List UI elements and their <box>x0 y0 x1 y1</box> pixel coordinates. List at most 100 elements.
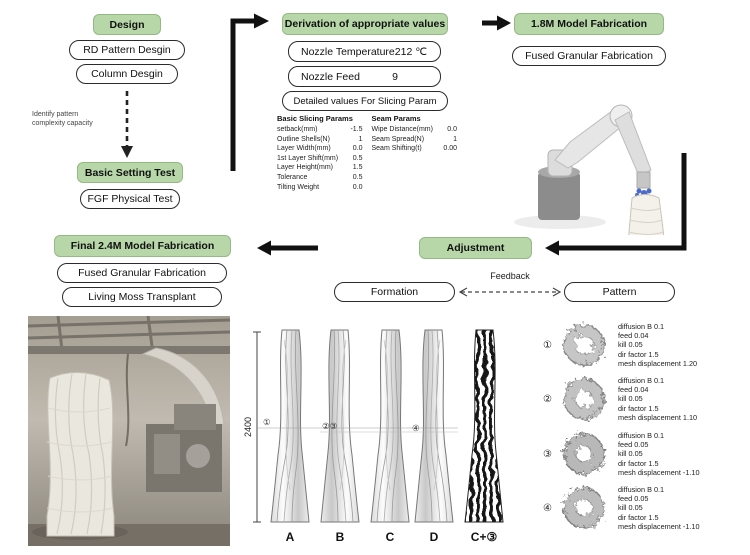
pattern-row-1: ① diffusion B 0.1 feed 0.04 kill 0.05 di… <box>543 318 748 372</box>
arrow-feedback-dashed <box>458 287 562 297</box>
design-note-line2: complexity capacity <box>32 120 93 127</box>
robot-fabrication-illustration <box>514 104 665 235</box>
param-label: Layer Height(mm) <box>277 164 334 172</box>
param-row: Layer Height(mm) 1.5 <box>277 163 363 173</box>
detailed-values-box: Detailed values For Slicing Param <box>282 91 448 111</box>
feedback-label: Feedback <box>490 271 530 281</box>
param-value: 1.5 <box>352 164 363 172</box>
column-label-a: A <box>286 530 295 544</box>
pattern-number: ① <box>543 339 552 351</box>
column-variant-c <box>371 330 409 522</box>
pattern-number: ④ <box>543 502 552 514</box>
pattern-param: mesh displacement -1.10 <box>618 521 700 531</box>
seam-params-title: Seam Params <box>371 114 421 123</box>
param-label: Seam Spread(N) <box>371 135 425 143</box>
pattern-box: Pattern <box>564 282 675 302</box>
nozzle-temperature-label: Nozzle Temperature <box>301 45 395 58</box>
pattern-param: feed 0.04 <box>618 385 649 395</box>
dimension-line-2400 <box>253 331 261 523</box>
column-label-c3: C+③ <box>471 530 498 544</box>
design-note-line1: Identify pattern <box>32 111 79 118</box>
seam-params-column: Seam Params Wipe Distance(mm) 0.0 Seam Sp… <box>372 114 458 192</box>
pattern-param: diffusion B 0.1 <box>618 430 665 440</box>
column-label-b: B <box>336 530 345 544</box>
column-design-box: Column Desgin <box>76 64 178 84</box>
param-row: Outline Shells(N) 1 <box>277 135 363 145</box>
pattern-thumbnail-4 <box>563 487 605 529</box>
param-label: Seam Shifting(t) <box>371 145 422 153</box>
pattern-param: diffusion B 0.1 <box>618 375 665 385</box>
pattern-param: feed 0.04 <box>618 331 649 341</box>
column-variant-d <box>415 330 453 522</box>
final-fused-granular-box: Fused Granular Fabrication <box>57 263 227 283</box>
param-label: Tolerance <box>277 173 308 181</box>
pattern-param: dir factor 1.5 <box>618 349 659 359</box>
param-row: Layer Width(mm) 0.0 <box>277 144 363 154</box>
pattern-param: kill 0.05 <box>618 503 643 513</box>
fgf-physical-test-box: FGF Physical Test <box>80 189 180 209</box>
workshop-photo <box>28 316 230 546</box>
nozzle-temperature-box: Nozzle Temperature 212 ℃ <box>288 41 441 62</box>
param-label: Outline Shells(N) <box>277 135 330 143</box>
pattern-param: dir factor 1.5 <box>618 403 659 413</box>
param-value: 1 <box>358 135 363 143</box>
arrow-basic-to-derivation <box>230 13 269 171</box>
param-label: Tilting Weight <box>277 183 320 191</box>
column-label-c: C <box>386 530 395 544</box>
adjustment-step-box: Adjustment <box>419 237 532 259</box>
pattern-number: ② <box>543 393 552 405</box>
pattern-params: diffusion B 0.1 feed 0.04 kill 0.05 dir … <box>618 376 697 422</box>
section-marker-lines <box>257 427 458 433</box>
pattern-param: kill 0.05 <box>618 340 643 350</box>
pattern-param: dir factor 1.5 <box>618 512 659 522</box>
column-formation-diagrams: 2400 ① ②③ ④ A B C D C+③ <box>243 329 504 544</box>
nozzle-feed-box: Nozzle Feed 9 <box>288 66 441 87</box>
param-label: Layer Width(mm) <box>277 145 331 153</box>
pattern-param: diffusion B 0.1 <box>618 484 665 494</box>
param-label: Wipe Distance(mm) <box>371 126 433 133</box>
param-row: Tolerance 0.5 <box>277 173 363 183</box>
column-variant-c3-zebra <box>464 329 504 523</box>
pattern-row-2: ② diffusion B 0.1 feed 0.04 kill 0.05 di… <box>543 372 748 426</box>
nozzle-feed-value: 9 <box>392 70 398 83</box>
final-24m-step-box: Final 2.4M Model Fabrication <box>54 235 231 257</box>
param-value: 0.0 <box>447 126 457 133</box>
pattern-number: ③ <box>543 448 552 460</box>
nozzle-feed-label: Nozzle Feed <box>301 70 360 83</box>
arrow-adjustment-to-final <box>257 240 318 256</box>
design-note: Identify pattern complexity capacity <box>32 110 112 128</box>
pattern-param: dir factor 1.5 <box>618 458 659 468</box>
arrow-derivation-to-18m <box>482 15 511 31</box>
nozzle-temperature-value: 212 ℃ <box>394 45 428 58</box>
marker-2-3: ②③ <box>322 421 338 431</box>
fused-granular-fabrication-box: Fused Granular Fabrication <box>512 46 666 66</box>
marker-1: ① <box>263 417 271 427</box>
pattern-thumbnail-1 <box>563 324 605 366</box>
param-value: 0.5 <box>352 173 363 181</box>
param-row: setback(mm)-1.5 <box>277 125 363 135</box>
column-variant-a <box>271 330 309 522</box>
param-label: setback(mm) <box>277 126 318 133</box>
param-value: 0.5 <box>352 154 363 162</box>
pattern-param: feed 0.05 <box>618 494 649 504</box>
formation-box: Formation <box>334 282 455 302</box>
pattern-row-3: ③ diffusion B 0.1 feed 0.05 kill 0.05 di… <box>543 427 748 481</box>
slicing-params-block: Basic Slicing Params setback(mm)-1.5 Out… <box>277 114 457 192</box>
param-value: 0.0 <box>352 145 363 153</box>
basic-slicing-params-column: Basic Slicing Params setback(mm)-1.5 Out… <box>277 114 363 192</box>
pattern-param: diffusion B 0.1 <box>618 321 665 331</box>
living-moss-transplant-box: Living Moss Transplant <box>62 287 222 307</box>
basic-slicing-params-title: Basic Slicing Params <box>277 114 353 123</box>
arrow-18m-to-adjustment <box>545 153 687 256</box>
param-value: 0.0 <box>352 183 363 191</box>
design-step-box: Design <box>93 14 161 35</box>
column-label-d: D <box>430 530 439 544</box>
dimension-value: 2400 <box>243 417 253 437</box>
model-18m-step-box: 1.8M Model Fabrication <box>514 13 664 35</box>
pattern-row-4: ④ diffusion B 0.1 feed 0.05 kill 0.05 di… <box>543 481 748 535</box>
param-label: 1st Layer Shift(mm) <box>277 154 339 162</box>
param-value: 0.00 <box>443 145 457 153</box>
param-row: Tilting Weight 0.0 <box>277 183 363 193</box>
pattern-param: kill 0.05 <box>618 394 643 404</box>
